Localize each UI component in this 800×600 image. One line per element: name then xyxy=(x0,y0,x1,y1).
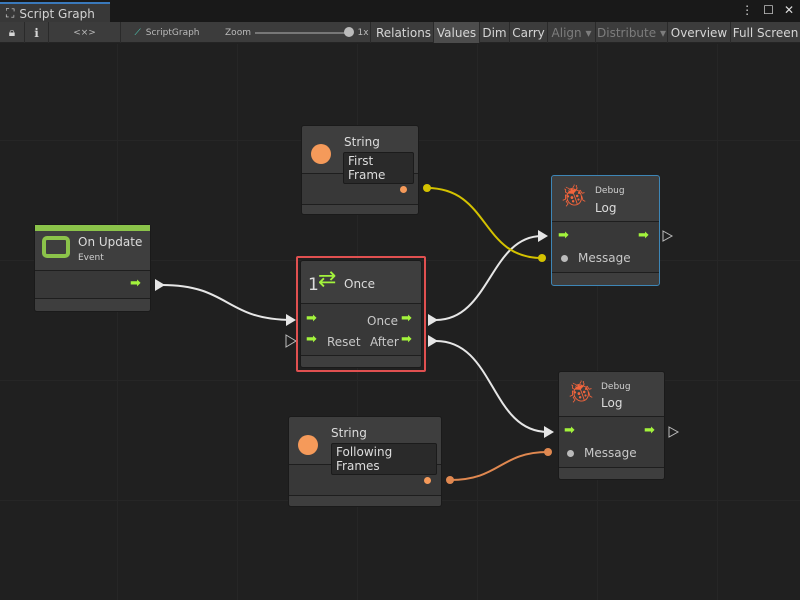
node-string-following-frames[interactable]: String Following Frames xyxy=(288,416,442,507)
flow-in-port-icon[interactable] xyxy=(286,314,296,326)
node-once[interactable]: 1 ⇄ Once ➡ Once ➡ ➡ Reset After ➡ xyxy=(300,260,422,368)
edge-string1-to-message[interactable] xyxy=(426,187,543,259)
string-output-port[interactable] xyxy=(424,477,431,484)
node-title: String xyxy=(344,135,380,149)
graph-breadcrumb[interactable]: ⟋ScriptGraph xyxy=(134,27,200,38)
flow-arrow-icon: ➡ xyxy=(401,332,412,347)
port-label: After xyxy=(370,335,399,349)
string-output-port[interactable] xyxy=(400,186,407,193)
node-string-first-frame[interactable]: String First Frame xyxy=(301,125,419,215)
flow-arrow-icon: ➡ xyxy=(564,423,575,438)
port-dot[interactable] xyxy=(538,254,546,262)
tab-script-graph[interactable]: ⛶Script Graph xyxy=(0,2,110,22)
port-label: Message xyxy=(578,251,631,265)
embed-button[interactable]: <×> xyxy=(49,22,121,43)
distribute-dropdown[interactable]: Distribute ▾ xyxy=(596,22,668,43)
selection-outline xyxy=(296,256,426,372)
edge-once-to-log1[interactable] xyxy=(435,235,543,321)
string-value-field[interactable]: First Frame xyxy=(343,152,414,184)
flow-arrow-icon: ➡ xyxy=(638,228,649,243)
bug-icon: 🐞︎ xyxy=(560,184,588,209)
node-debug-log-2[interactable]: 🐞︎ Debug Log ➡ ➡ Message xyxy=(558,371,665,480)
toolbar: 🔒︎ ℹ <×> ⟋ScriptGraph Zoom 1x Relations … xyxy=(0,22,800,43)
port-dot[interactable] xyxy=(544,448,552,456)
hierarchy-icon: ⛶ xyxy=(6,6,15,20)
node-title: String xyxy=(331,426,367,440)
more-menu-icon[interactable]: ⋮ xyxy=(741,3,754,17)
node-title: On Update xyxy=(78,235,143,249)
flow-out-port-icon[interactable] xyxy=(428,314,438,326)
string-value-field[interactable]: Following Frames xyxy=(331,443,437,475)
zoom-slider-handle[interactable] xyxy=(344,27,354,37)
port-dot[interactable] xyxy=(446,476,454,484)
tab-bar: ⛶Script Graph ⋮ ☐ ✕ xyxy=(0,0,800,22)
zoom-value: 1x xyxy=(356,22,371,43)
bug-icon: 🐞︎ xyxy=(567,380,595,405)
close-icon[interactable]: ✕ xyxy=(783,3,794,17)
node-on-update[interactable]: On Update Event ➡ xyxy=(34,224,151,312)
graph-icon: ⟋ xyxy=(134,27,141,38)
fullscreen-button[interactable]: Full Screen xyxy=(732,25,799,40)
port-label: Once xyxy=(367,314,399,328)
dim-button[interactable]: Dim xyxy=(480,22,510,43)
flow-in-port-icon[interactable] xyxy=(285,334,297,348)
flow-arrow-icon: ➡ xyxy=(130,276,141,291)
node-title: Log xyxy=(595,201,617,215)
port-label: Message xyxy=(584,446,637,460)
zoom-slider[interactable] xyxy=(255,32,347,34)
flow-arrow-icon: ➡ xyxy=(306,311,317,326)
info-icon[interactable]: ℹ xyxy=(25,22,49,43)
flow-arrow-icon: ➡ xyxy=(644,423,655,438)
edge-after-to-log2[interactable] xyxy=(435,340,549,433)
edge-string2-to-message[interactable] xyxy=(449,451,549,481)
values-button[interactable]: Values xyxy=(434,22,480,43)
lock-icon[interactable]: 🔒︎ xyxy=(0,22,25,43)
node-subtitle: Event xyxy=(78,253,104,263)
overview-button[interactable]: Overview xyxy=(668,22,731,43)
port-dot[interactable] xyxy=(423,184,431,192)
flow-arrow-icon: ➡ xyxy=(306,332,317,347)
cycle-icon: ⇄ xyxy=(318,267,337,292)
string-icon xyxy=(311,144,331,164)
once-count: 1 xyxy=(308,275,319,295)
flow-out-port-icon[interactable] xyxy=(428,335,438,347)
flow-in-port-icon[interactable] xyxy=(544,426,554,438)
zoom-label: Zoom xyxy=(225,27,251,38)
edge-update-to-once[interactable] xyxy=(161,284,293,321)
node-title: Log xyxy=(601,396,623,410)
node-category: Debug xyxy=(595,186,625,196)
update-loop-icon xyxy=(42,236,70,258)
flow-in-port-icon[interactable] xyxy=(538,230,548,242)
flow-arrow-icon: ➡ xyxy=(558,228,569,243)
flow-out-port-icon[interactable] xyxy=(668,426,680,438)
align-dropdown[interactable]: Align ▾ xyxy=(548,22,596,43)
flow-arrow-icon: ➡ xyxy=(401,311,412,326)
string-icon xyxy=(298,435,318,455)
message-port[interactable] xyxy=(561,255,568,262)
message-port[interactable] xyxy=(567,450,574,457)
flow-out-port-icon[interactable] xyxy=(662,230,674,242)
maximize-icon[interactable]: ☐ xyxy=(763,3,774,17)
relations-button[interactable]: Relations xyxy=(374,22,434,43)
node-category: Debug xyxy=(601,382,631,392)
node-title: Once xyxy=(344,277,376,291)
event-accent-bar xyxy=(35,225,150,231)
carry-button[interactable]: Carry xyxy=(510,22,548,43)
node-debug-log-1[interactable]: 🐞︎ Debug Log ➡ ➡ Message xyxy=(551,175,660,286)
flow-out-port-icon[interactable] xyxy=(155,279,165,291)
port-label: Reset xyxy=(327,335,361,349)
